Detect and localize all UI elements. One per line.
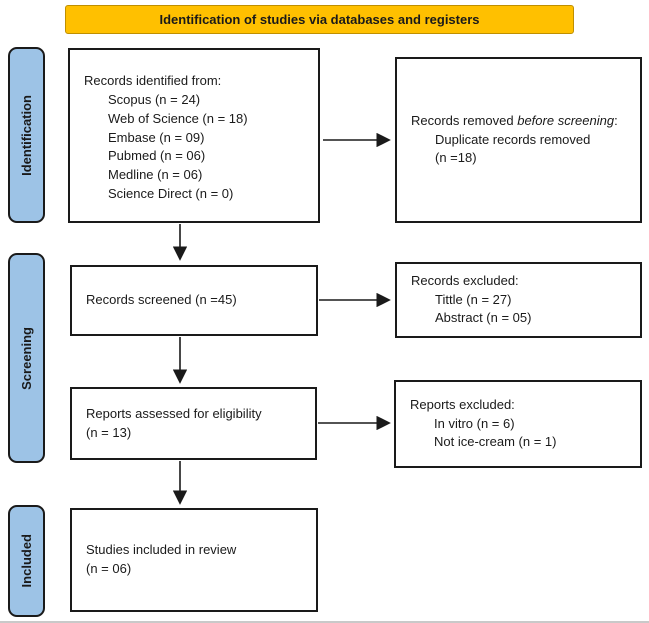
records-excluded-title: Records excluded: (411, 272, 519, 288)
stage-identification: Identification (8, 47, 45, 223)
source-medline: Medline (n = 06) (108, 167, 203, 183)
box-reports-assessed: Reports assessed for eligibility (n = 13… (70, 387, 317, 460)
banner-title: Identification of studies via databases … (65, 5, 574, 34)
excluded-abstract-count: Abstract (n = 05) (435, 310, 532, 326)
stage-included: Included (8, 505, 45, 617)
duplicates-removed-count: (n =18) (435, 150, 477, 166)
reports-assessed-line: Reports assessed for eligibility (86, 405, 262, 421)
records-screened-label: Records screened (n =45) (86, 292, 237, 308)
box-studies-included: Studies included in review (n = 06) (70, 508, 318, 612)
records-removed-title: Records removed before screening: (411, 112, 628, 131)
source-science-direct: Science Direct (n = 0) (108, 186, 234, 202)
excluded-title-count: Tittle (n = 27) (435, 291, 512, 307)
records-removed-italic: before screening (517, 112, 615, 128)
box-records-identified: Records identified from: Scopus (n = 24)… (68, 48, 320, 223)
reports-excluded-title: Reports excluded: (410, 396, 515, 412)
source-embase: Embase (n = 09) (108, 129, 205, 145)
studies-included-count: (n = 06) (86, 561, 132, 576)
box-records-removed: Records removed before screening: Duplic… (395, 57, 642, 223)
studies-included-line: Studies included in review (86, 542, 237, 558)
records-removed-suffix: : (614, 112, 618, 128)
stage-included-label: Included (19, 534, 34, 588)
excluded-in-vitro: In vitro (n = 6) (434, 415, 515, 431)
box-records-excluded: Records excluded: Tittle (n = 27) Abstra… (395, 262, 642, 338)
stage-screening-label: Screening (19, 326, 34, 390)
source-web-of-science: Web of Science (n = 18) (108, 110, 248, 126)
bottom-divider (0, 621, 649, 623)
duplicates-removed-line: Duplicate records removed (435, 131, 591, 147)
reports-assessed-count: (n = 13) (86, 424, 132, 440)
box-reports-excluded: Reports excluded: In vitro (n = 6) Not i… (394, 380, 642, 468)
records-removed-prefix: Records removed (411, 112, 518, 128)
stage-screening: Screening (8, 253, 45, 463)
stage-identification-label: Identification (19, 94, 34, 176)
source-pubmed: Pubmed (n = 06) (108, 148, 206, 164)
box-records-screened: Records screened (n =45) (70, 265, 318, 336)
excluded-not-ice-cream: Not ice-cream (n = 1) (434, 434, 557, 450)
source-scopus: Scopus (n = 24) (108, 91, 201, 107)
records-identified-title: Records identified from: (84, 73, 222, 88)
